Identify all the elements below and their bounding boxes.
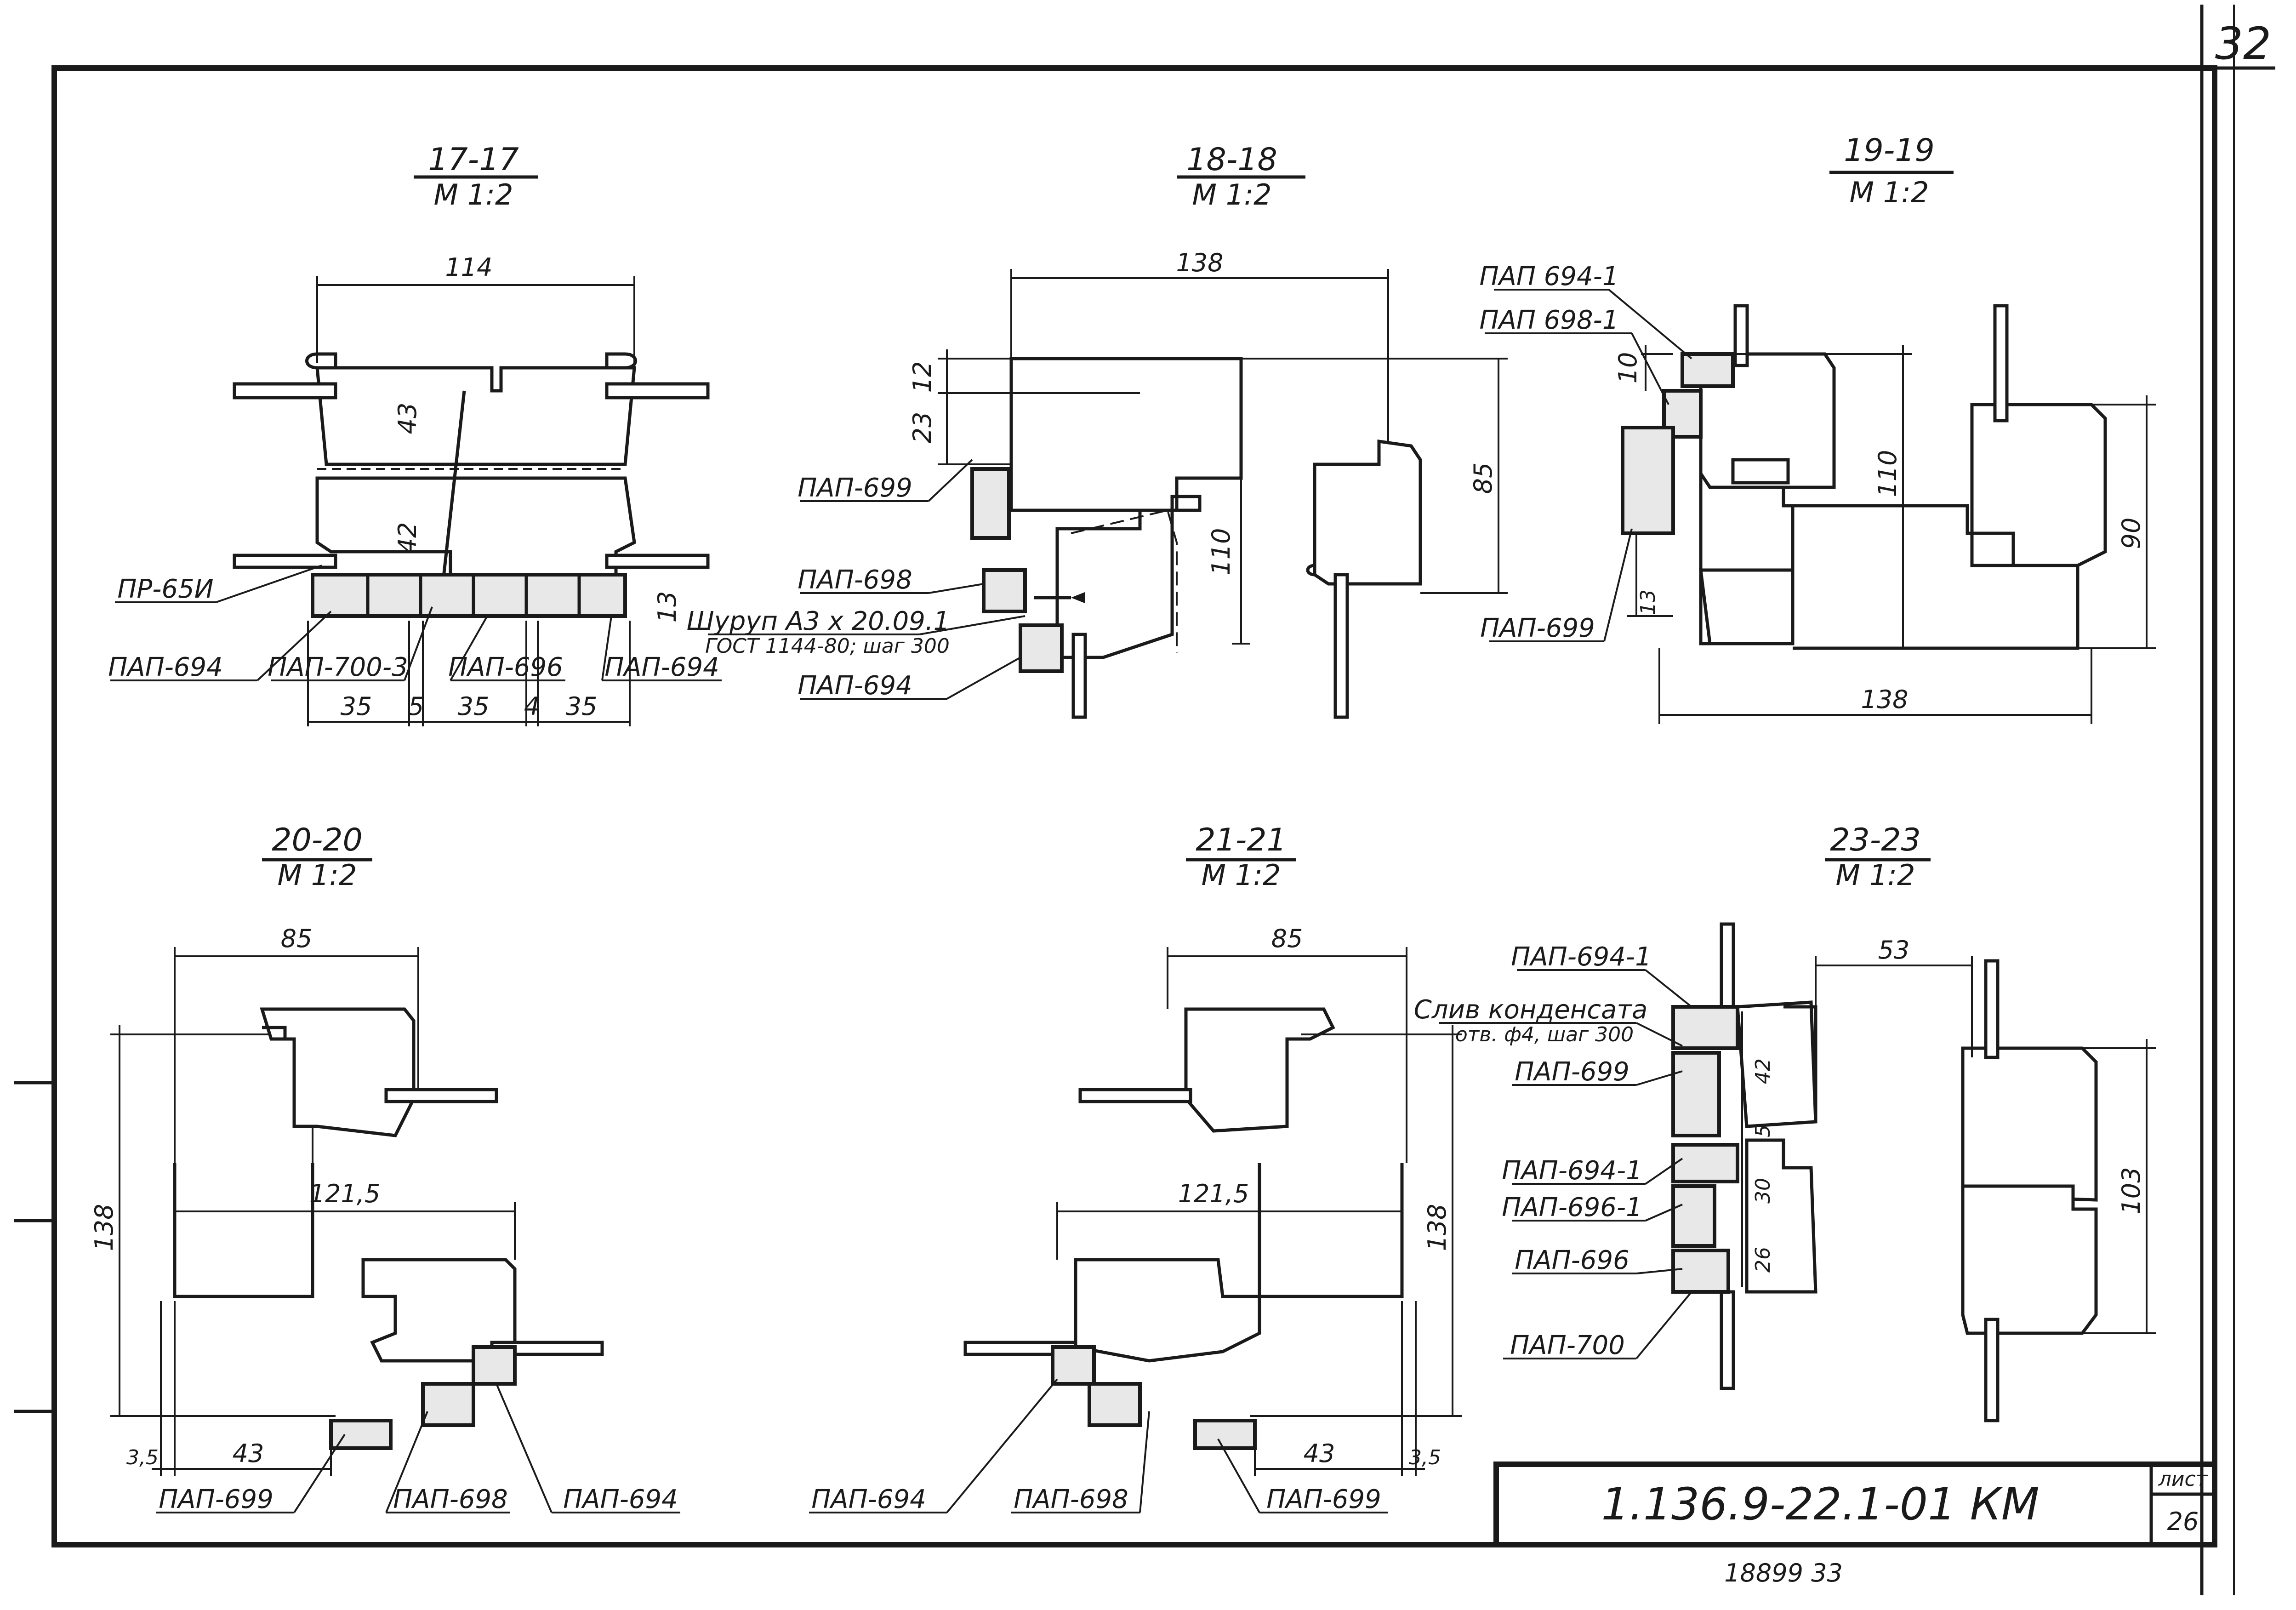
label-pap-699: ПАП-699 bbox=[1266, 1484, 1381, 1514]
dim-17-h2: 42 bbox=[393, 522, 422, 554]
label-condensate: Слив конденсата bbox=[1414, 995, 1648, 1025]
dim-23-top: 53 bbox=[1878, 936, 1910, 965]
section-title: 18-18 bbox=[1186, 142, 1277, 178]
sheet-number: 26 bbox=[2167, 1507, 2199, 1536]
label-pap-696: ПАП-696 bbox=[448, 652, 563, 682]
sheet-label: лист bbox=[2158, 1467, 2208, 1491]
dim-21-b2: 3,5 bbox=[1409, 1446, 1441, 1469]
dim-18-a: 12 bbox=[908, 361, 937, 393]
section-scale: М 1:2 bbox=[278, 858, 357, 892]
dim-20-top: 85 bbox=[281, 924, 313, 953]
dim-23-b: 5 bbox=[1751, 1125, 1775, 1137]
label-pap-694: ПАП-694 bbox=[563, 1484, 678, 1514]
dim-18-b: 23 bbox=[908, 412, 937, 444]
dim-18-top: 138 bbox=[1176, 248, 1223, 277]
label-screw: Шуруп А3 х 20.09.1 bbox=[687, 606, 950, 636]
label-pap-700-3: ПАП-700-3 bbox=[268, 652, 408, 682]
dim-19-a: 10 bbox=[1613, 352, 1642, 384]
dim-21-mid: 121,5 bbox=[1178, 1179, 1249, 1208]
dim-17-b1: 35 bbox=[341, 692, 372, 721]
label-pap-696-1: ПАП-696-1 bbox=[1502, 1193, 1642, 1222]
sheet-frame: 32 bbox=[14, 5, 2275, 1595]
dim-18-d: 110 bbox=[1207, 528, 1236, 575]
label-pap-699: ПАП-699 bbox=[1480, 613, 1595, 643]
section-scale: М 1:2 bbox=[1202, 858, 1281, 892]
section-scale: М 1:2 bbox=[1850, 176, 1929, 209]
section-title: 20-20 bbox=[272, 822, 363, 858]
section-title: 17-17 bbox=[428, 142, 519, 178]
dim-23-a: 42 bbox=[1751, 1058, 1775, 1084]
corner-sheet-number: 32 bbox=[2215, 18, 2271, 69]
section-title: 23-23 bbox=[1830, 822, 1921, 858]
label-pap-698: ПАП-698 bbox=[798, 565, 912, 595]
title-block: 1.136.9-22.1-01 КМ лист 26 18899 33 bbox=[1493, 1462, 2217, 1587]
dim-20-mid: 121,5 bbox=[309, 1179, 381, 1208]
label-pap-694-1-mid: ПАП-694-1 bbox=[1502, 1156, 1642, 1186]
label-holes: отв. ф4, шаг 300 bbox=[1455, 1023, 1634, 1046]
section-19-19: 19-19 М 1:2 10 110 90 13 bbox=[1479, 132, 2156, 724]
dim-17-b5: 35 bbox=[566, 692, 598, 721]
section-scale: М 1:2 bbox=[1192, 178, 1272, 211]
section-scale: М 1:2 bbox=[1836, 858, 1915, 892]
section-23-23: 23-23 М 1:2 53 42 5 30 26 103 bbox=[1414, 822, 2156, 1422]
label-pap-698: ПАП-698 bbox=[1014, 1484, 1128, 1514]
dim-17-b3: 35 bbox=[458, 692, 490, 721]
dim-17-h1: 43 bbox=[393, 403, 422, 434]
dim-23-c: 30 bbox=[1751, 1178, 1775, 1204]
dim-21-top: 85 bbox=[1271, 924, 1303, 953]
section-18-18: 18-18 М 1:2 138 12 23 85 bbox=[687, 142, 1508, 719]
dim-23-d: 26 bbox=[1751, 1247, 1775, 1273]
label-pap-698-1: ПАП 698-1 bbox=[1479, 305, 1618, 335]
label-pap-694-1: ПАП 694-1 bbox=[1479, 262, 1618, 291]
dim-17-b2: 5 bbox=[408, 692, 424, 721]
dim-20-side: 138 bbox=[90, 1204, 119, 1251]
section-title: 19-19 bbox=[1844, 132, 1935, 169]
section-17-17: 17-17 М 1:2 114 43 42 13 bbox=[108, 142, 722, 726]
section-21-21: 21-21 М 1:2 85 121,5 138 43 3,5 bbox=[809, 822, 1462, 1514]
dim-19-d: 13 bbox=[1636, 589, 1660, 615]
dim-18-c: 85 bbox=[1469, 462, 1498, 494]
label-pap-700: ПАП-700 bbox=[1510, 1330, 1625, 1360]
label-pap-698: ПАП-698 bbox=[393, 1484, 508, 1514]
dim-19-c: 90 bbox=[2117, 518, 2146, 549]
label-pr-65i: ПР-65И bbox=[117, 574, 213, 604]
bottom-numbers: 18899 33 bbox=[1724, 1559, 1843, 1587]
label-pap-694-left: ПАП-694 bbox=[108, 652, 223, 682]
label-pap-699: ПАП-699 bbox=[1515, 1057, 1629, 1087]
dim-21-side: 138 bbox=[1423, 1204, 1452, 1251]
dim-21-b1: 43 bbox=[1304, 1439, 1335, 1468]
dim-23-side: 103 bbox=[2117, 1167, 2146, 1214]
dim-17-side: 13 bbox=[653, 591, 682, 623]
dim-19-bottom: 138 bbox=[1861, 685, 1908, 714]
dim-20-b2: 43 bbox=[233, 1439, 264, 1468]
section-title: 21-21 bbox=[1196, 822, 1287, 858]
section-scale: М 1:2 bbox=[434, 178, 513, 211]
label-pap-694: ПАП-694 bbox=[798, 671, 912, 701]
dim-17-top: 114 bbox=[445, 253, 492, 282]
section-20-20: 20-20 М 1:2 85 121,5 138 3,5 bbox=[90, 822, 680, 1514]
label-pap-694-right: ПАП-694 bbox=[604, 652, 719, 682]
dim-19-b: 110 bbox=[1873, 450, 1902, 497]
label-pap-699: ПАП-699 bbox=[159, 1484, 273, 1514]
label-pap-696: ПАП-696 bbox=[1515, 1245, 1629, 1275]
label-pap-699: ПАП-699 bbox=[798, 473, 912, 503]
document-code: 1.136.9-22.1-01 КМ bbox=[1601, 1479, 2039, 1530]
label-pap-694: ПАП-694 bbox=[811, 1484, 926, 1514]
dim-17-b4: 4 bbox=[524, 692, 540, 721]
dim-20-b1: 3,5 bbox=[126, 1446, 159, 1469]
label-pap-694-1-top: ПАП-694-1 bbox=[1511, 942, 1651, 972]
label-gost: ГОСТ 1144-80; шаг 300 bbox=[705, 634, 950, 658]
